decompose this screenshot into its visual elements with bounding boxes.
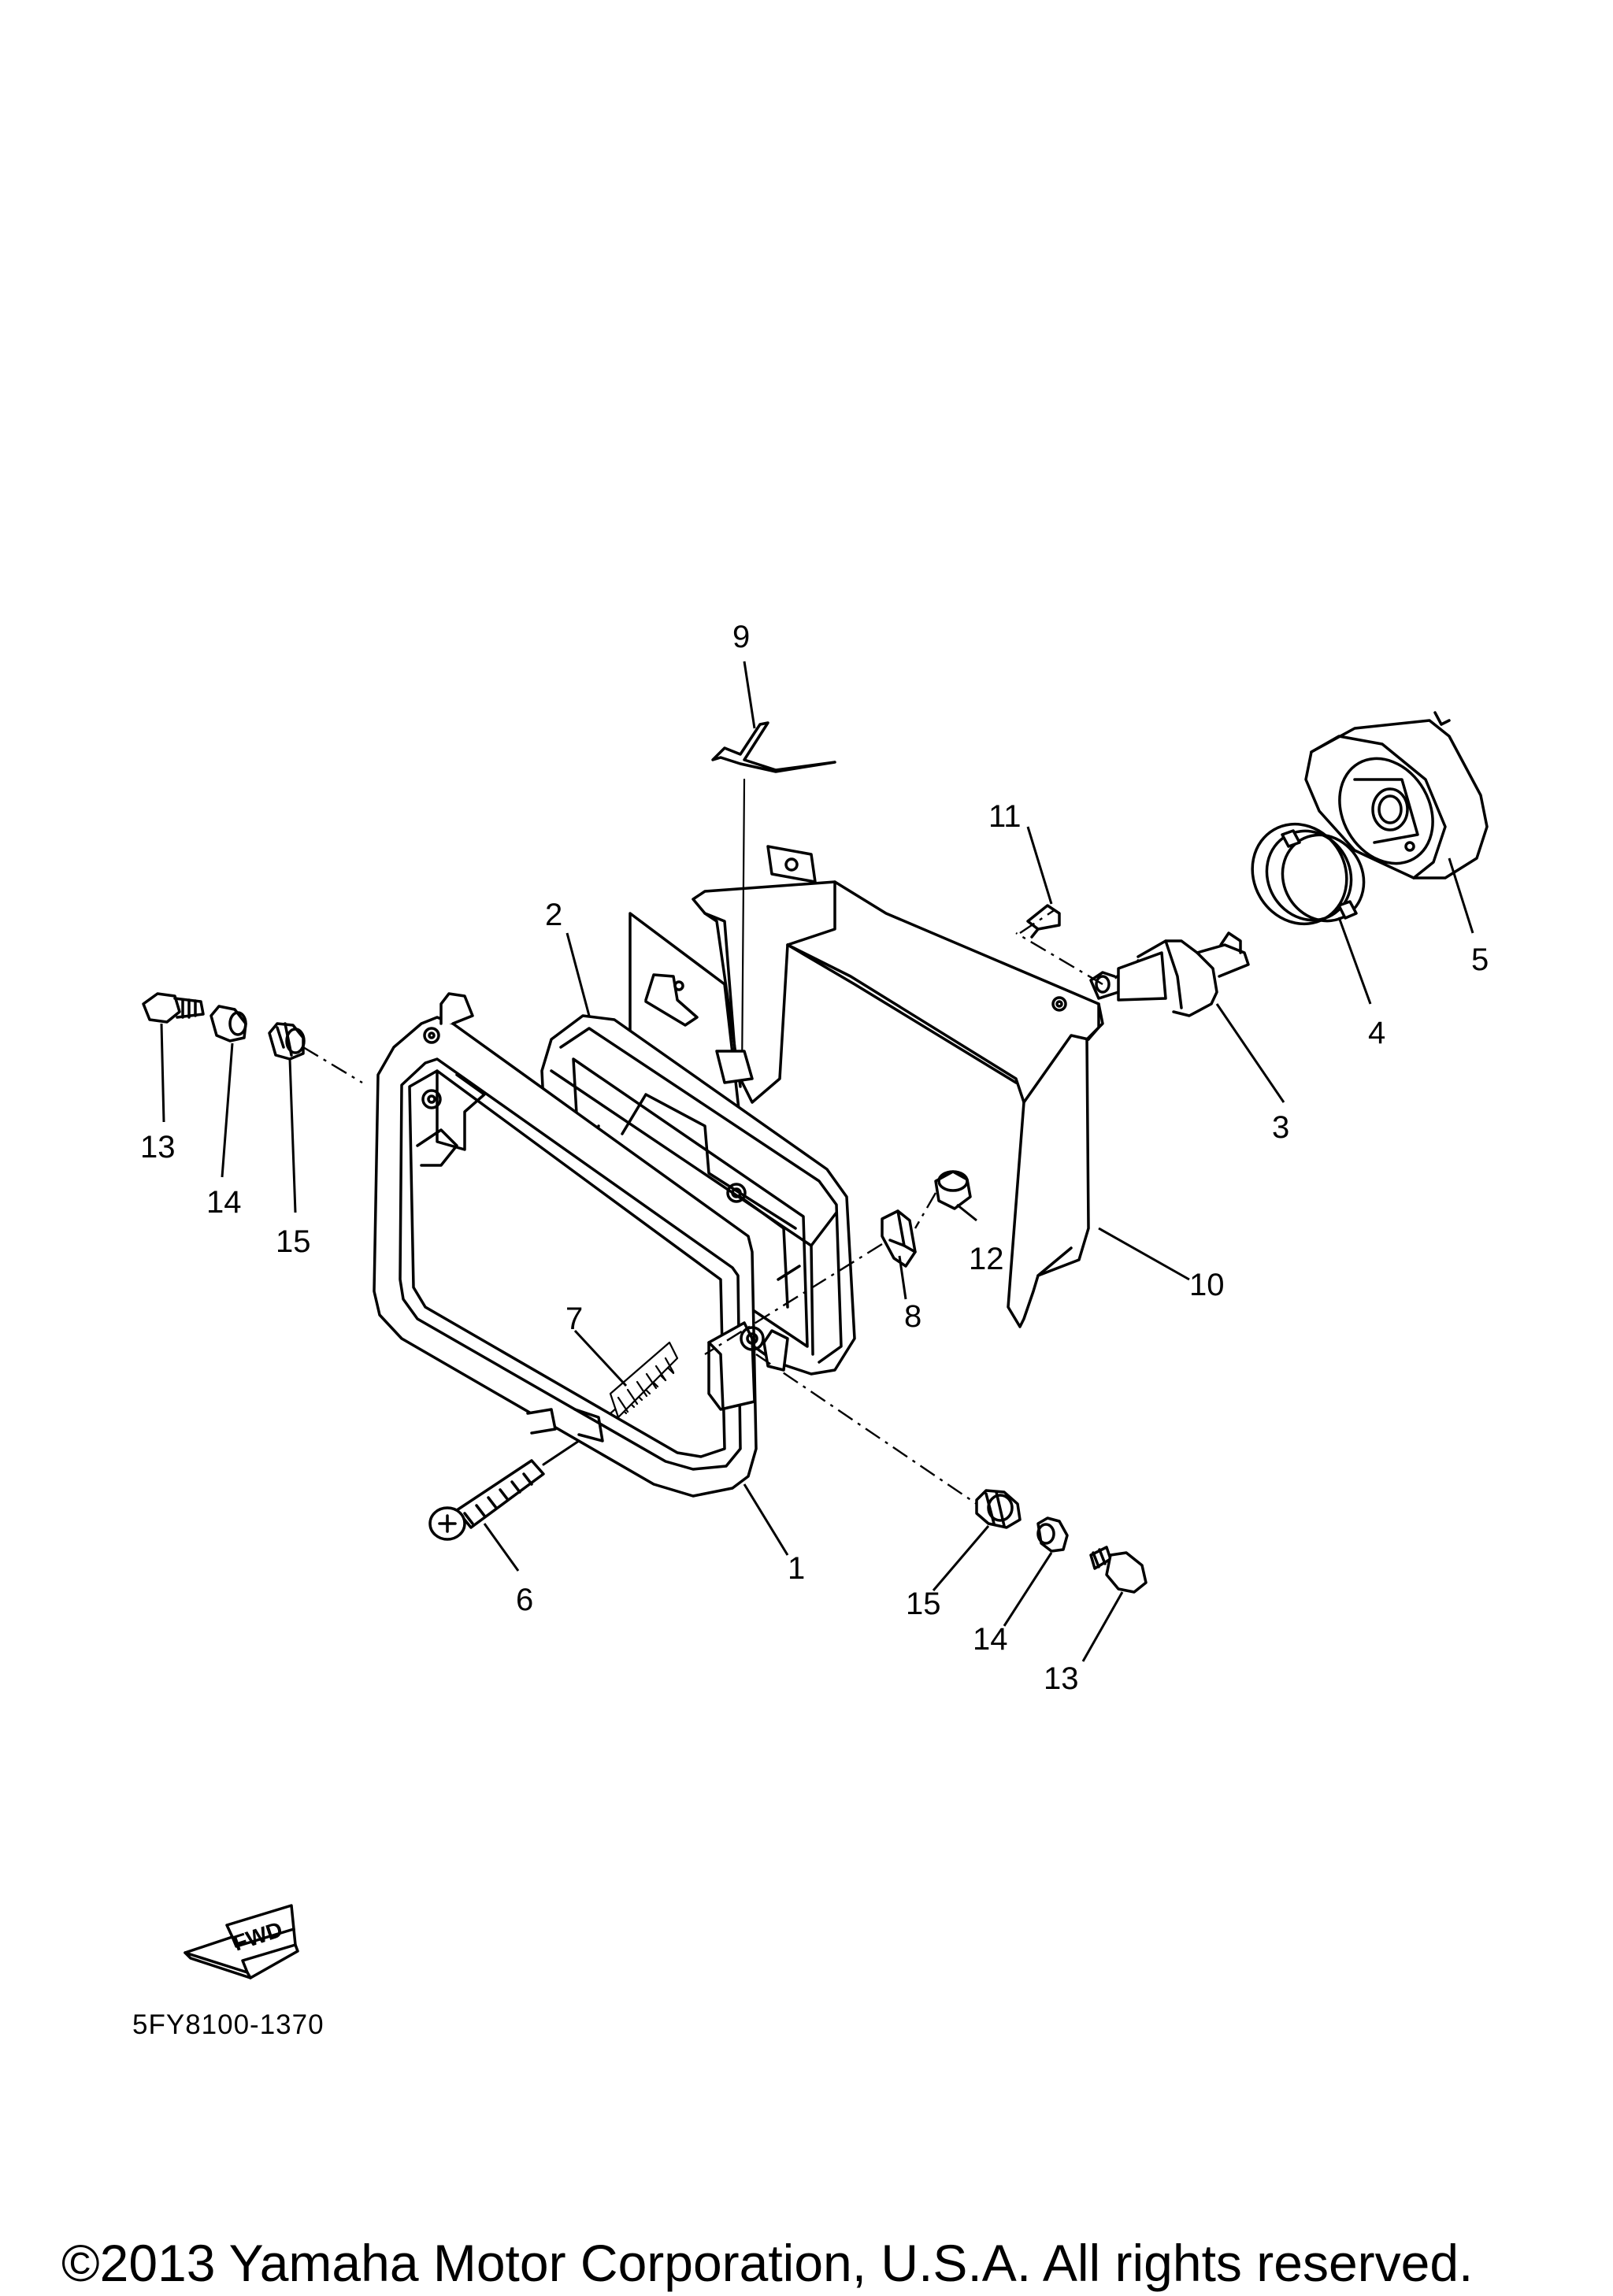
diagram-part-code: 5FY8100-1370: [132, 2009, 324, 2040]
callout-10: 10: [1189, 1268, 1225, 1302]
callout-15-right: 15: [906, 1587, 941, 1621]
callout-7: 7: [565, 1302, 583, 1336]
part-6-adjusting-screw: [428, 1439, 580, 1541]
part-8-bracket-nut: [881, 1209, 917, 1268]
leader-lines: [160, 661, 1474, 1662]
callout-1: 1: [788, 1551, 805, 1586]
part-9-spring-clip: [711, 721, 836, 1080]
callout-14-left: 14: [206, 1185, 242, 1220]
callout-9: 9: [732, 620, 750, 654]
callout-11: 11: [988, 799, 1022, 834]
callout-labels: 1 2 3 4 5 6 7 8 9 10 11 12 13 14 15 15 1…: [140, 620, 1489, 1696]
fasteners-right: [975, 1489, 1148, 1594]
callout-5: 5: [1471, 942, 1489, 977]
callout-2: 2: [545, 898, 562, 932]
callout-13-right: 13: [1044, 1661, 1079, 1696]
callout-14-right: 14: [973, 1622, 1008, 1657]
part-5-headlight-cover: [1304, 711, 1489, 880]
assembly-centerlines: [302, 909, 1103, 1505]
callout-8: 8: [904, 1299, 921, 1334]
part-12-collar: [934, 1170, 972, 1210]
callout-15-left: 15: [276, 1224, 311, 1259]
part-7-spring: [609, 1341, 679, 1419]
fwd-arrow-icon: FWD: [184, 1904, 299, 1979]
callout-13-left: 13: [140, 1130, 176, 1165]
callout-6: 6: [516, 1583, 533, 1617]
part-4-socket-ring: [1251, 822, 1366, 926]
callout-12: 12: [969, 1242, 1004, 1276]
part-3-bulb: [1089, 931, 1250, 1017]
fasteners-left: [142, 992, 306, 1061]
callout-3: 3: [1272, 1110, 1289, 1145]
part-10-headlight-bracket: [692, 845, 1104, 1328]
callout-4: 4: [1368, 1016, 1385, 1050]
copyright-notice: ©2013 Yamaha Motor Corporation, U.S.A. A…: [61, 2234, 1474, 2292]
